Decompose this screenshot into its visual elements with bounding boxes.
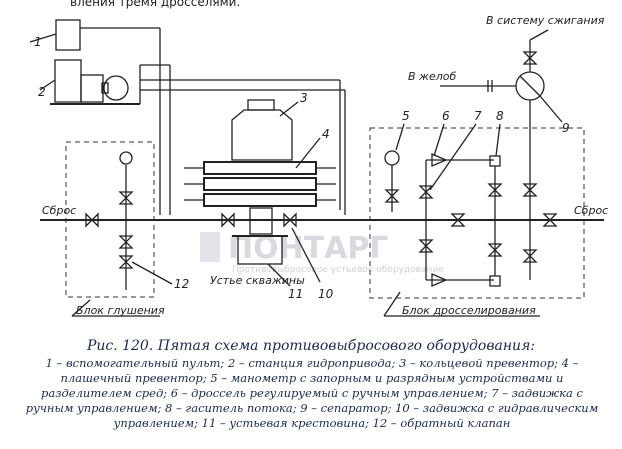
header-fragment: вления тремя дросселями. — [70, 0, 240, 9]
watermark: ПОНТАРГ Противовыбросовое устьевое обору… — [200, 231, 444, 275]
wellhead-cross: 11 10 Устье скважины — [150, 207, 380, 301]
figure-caption-title: Рис. 120. Пятая схема противовыбросового… — [86, 338, 536, 354]
label-5: 5 — [402, 109, 410, 123]
label-choke-block: Блок дросселирования — [402, 304, 536, 317]
label-discharge-left: Сброс — [42, 204, 76, 217]
bop-scheme-diagram: ПОНТАРГ Противовыбросовое устьевое обору… — [29, 0, 608, 317]
label-discharge-right: Сброс — [574, 204, 608, 217]
label-to-trough: В желоб — [408, 70, 456, 83]
label-7: 7 — [474, 109, 482, 123]
label-4: 4 — [322, 127, 330, 141]
auxiliary-panel: 1 — [29, 19, 161, 215]
label-12: 12 — [174, 277, 189, 291]
label-6: 6 — [442, 109, 450, 123]
label-1: 1 — [34, 35, 42, 49]
hydraulic-station: 2 — [38, 59, 346, 215]
label-10: 10 — [318, 287, 334, 301]
figure-caption-body: 1 – вспомогательный пульт; 2 – станция г… — [25, 356, 599, 430]
watermark-subtext: Противовыбросовое устьевое оборудование — [232, 265, 444, 275]
label-8: 8 — [496, 109, 504, 123]
ram-preventer: 4 — [184, 127, 336, 207]
label-wellhead: Устье скважины — [210, 274, 305, 287]
label-to-flare: В систему сжигания — [486, 14, 605, 27]
label-11: 11 — [288, 287, 303, 301]
label-3: 3 — [300, 91, 308, 105]
kill-block: Сброс 12 Блок глушения — [40, 141, 189, 317]
label-9: 9 — [562, 121, 570, 135]
separator: 9 В желоб В систему сжигания — [408, 14, 605, 135]
annular-preventer: 3 — [231, 91, 308, 161]
choke-block: Сброс 5 6 7 8 Блок дросселиров — [369, 100, 608, 317]
label-2: 2 — [38, 85, 46, 99]
label-kill-block: Блок глушения — [76, 304, 165, 317]
